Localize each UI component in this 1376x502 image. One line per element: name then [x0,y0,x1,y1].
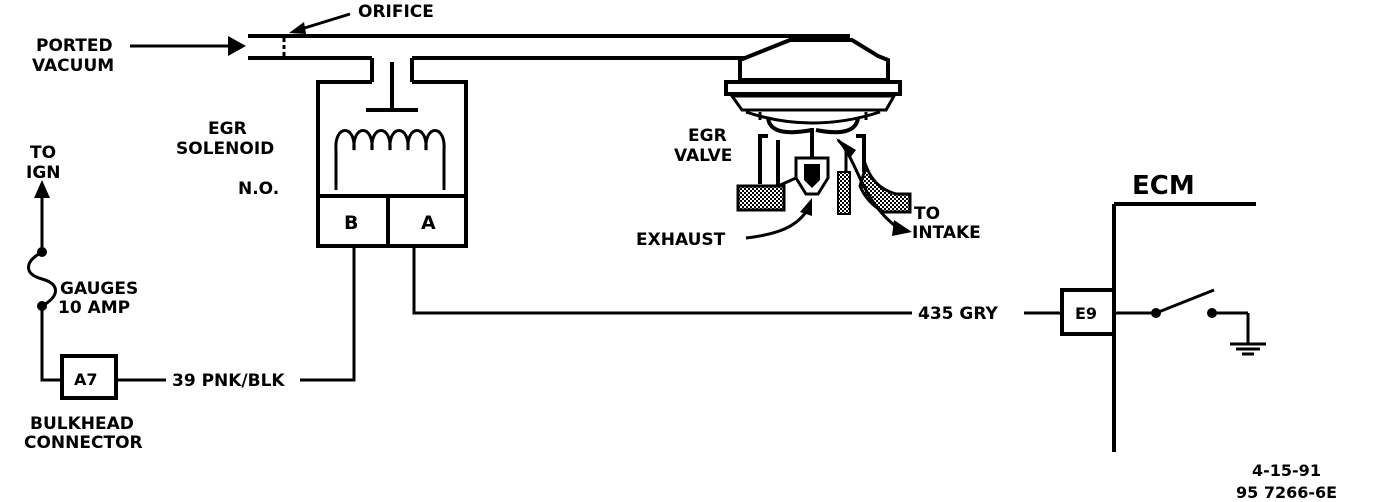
exhaust-arrow [745,198,812,240]
orifice-label: ORIFICE [358,2,434,22]
ecm-switch [1114,288,1250,344]
to-intake-label-line2: INTAKE [912,223,981,243]
bulkhead-connector-a7 [60,354,118,400]
drawing-number-label: 95 7266-6E [1236,483,1337,502]
ported-vacuum-label-line2: VACUUM [32,56,114,76]
exhaust-label: EXHAUST [636,230,726,250]
ported-vacuum-label-line1: PORTED [36,36,113,56]
ground-symbol [1230,342,1266,356]
bulkhead-label-line2: CONNECTOR [24,433,143,453]
ecm-label: ECM [1132,171,1195,201]
fuse-label-line2: 10 AMP [58,298,130,318]
egr-solenoid [316,58,468,248]
bulkhead-terminal-label: A7 [74,370,98,389]
ecm-terminal-label: E9 [1075,304,1097,323]
ign-feed-wire [34,180,62,382]
egr-valve-label-line2: VALVE [674,146,732,166]
to-ign-label-line2: IGN [26,163,61,183]
wire-39-pnk-blk [116,246,356,382]
ecm-box [1112,202,1256,452]
normally-open-label: N.O. [238,179,279,199]
egr-valve-label-line1: EGR [688,126,727,146]
ported-vacuum-arrow [130,36,246,56]
terminal-b-label: B [344,212,358,234]
wire-435-gry [412,246,1062,315]
egr-solenoid-label-line1: EGR [208,119,247,139]
fuse-label-line1: GAUGES [60,279,138,299]
to-intake-label-line1: TO [914,204,940,224]
to-ign-label-line1: TO [30,143,56,163]
wire-435-label: 435 GRY [918,304,999,324]
wire-39-label: 39 PNK/BLK [172,371,285,391]
orifice-arrow [289,12,351,34]
date-label: 4-15-91 [1252,461,1321,480]
terminal-a-label: A [421,212,436,234]
gauges-fuse [27,247,57,311]
egr-valve [724,38,912,236]
egr-solenoid-label-line2: SOLENOID [176,139,274,159]
bulkhead-label-line1: BULKHEAD [30,414,134,434]
